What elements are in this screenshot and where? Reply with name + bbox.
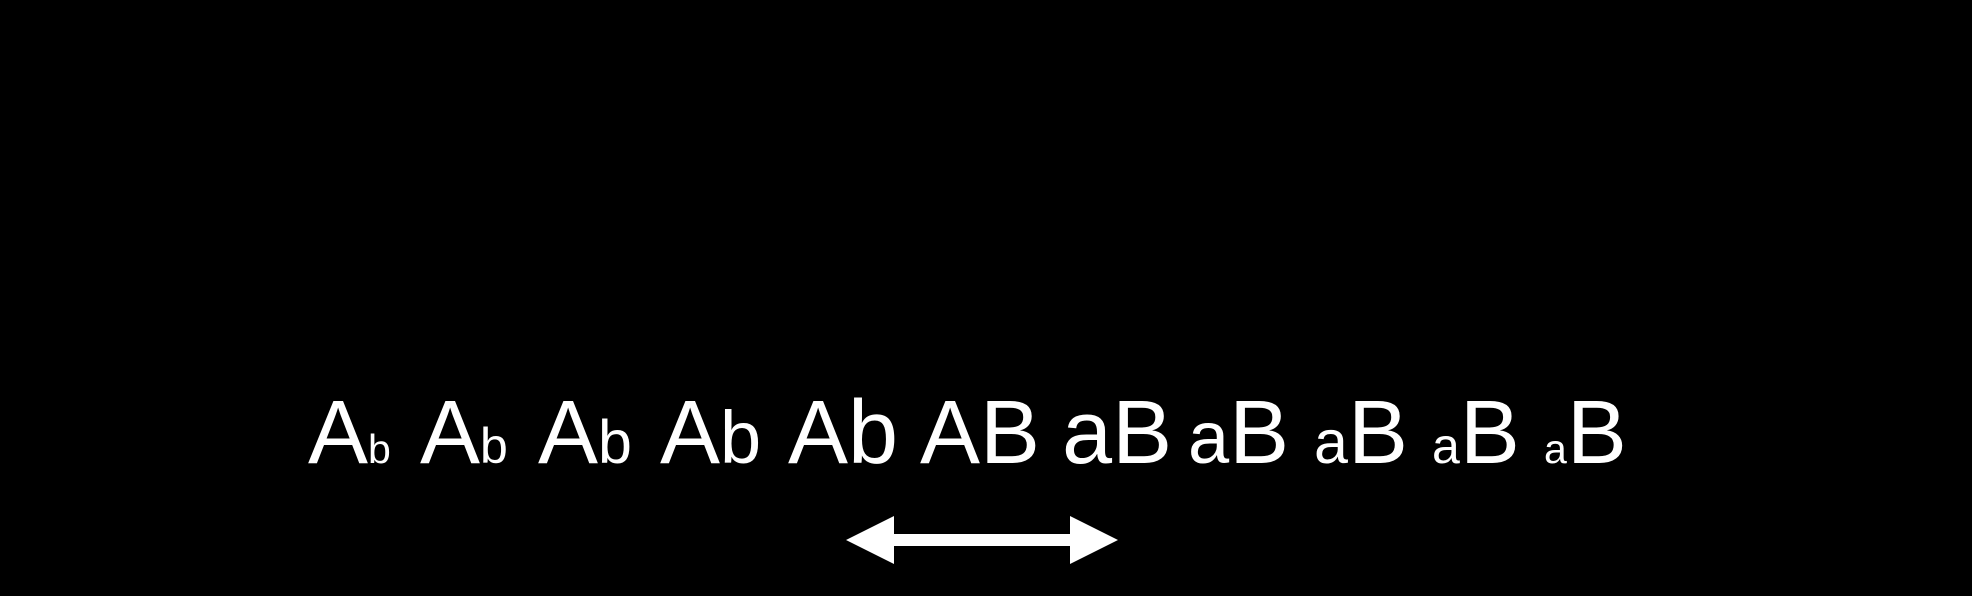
second-allele: b — [848, 383, 899, 483]
second-allele: b — [480, 418, 508, 474]
first-allele: a — [1188, 396, 1230, 479]
first-allele: A — [920, 383, 981, 483]
first-allele: A — [660, 383, 721, 483]
second-allele: B — [1347, 383, 1408, 483]
first-allele: A — [308, 383, 369, 483]
first-allele: A — [538, 383, 599, 483]
first-allele: a — [1062, 383, 1113, 483]
double-headed-arrow-icon — [846, 516, 1118, 564]
second-allele: B — [1566, 383, 1627, 483]
second-allele: B — [1112, 383, 1173, 483]
first-allele: a — [1544, 426, 1567, 472]
second-allele: B — [980, 383, 1041, 483]
double-headed-arrow-shape — [846, 516, 1118, 564]
second-allele: B — [1459, 383, 1520, 483]
first-allele: A — [788, 383, 849, 483]
first-allele: a — [1314, 408, 1348, 476]
second-allele: b — [720, 396, 762, 479]
second-allele: b — [368, 426, 391, 472]
second-allele: b — [598, 408, 632, 476]
first-allele: a — [1432, 418, 1460, 474]
first-allele: A — [420, 383, 481, 483]
second-allele: B — [1229, 383, 1290, 483]
